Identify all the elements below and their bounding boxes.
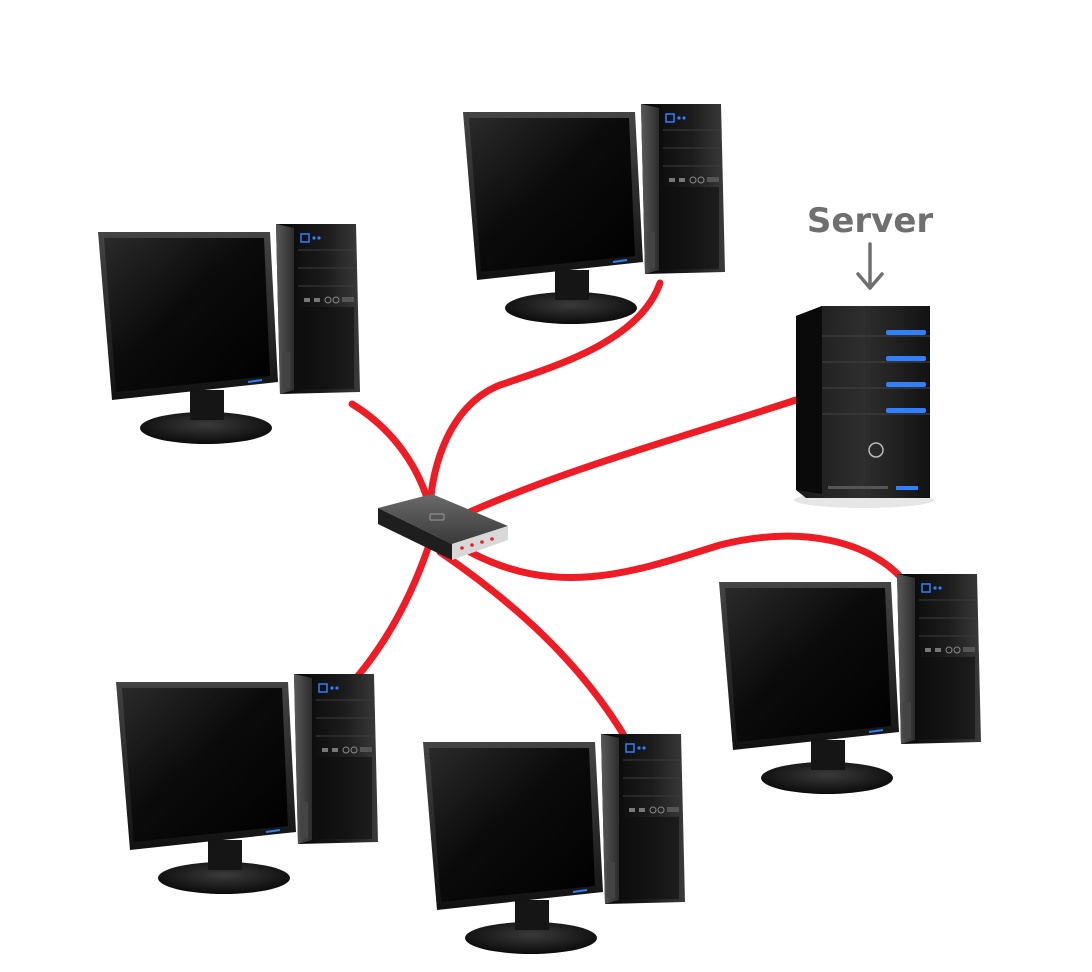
- workstation-pc-bottom-left: [115, 673, 379, 895]
- down-arrow-icon: [856, 242, 884, 290]
- network-switch-icon: [378, 494, 508, 560]
- server-label: Server: [807, 201, 934, 241]
- cable-pc-top-center: [426, 279, 664, 512]
- workstation-pc-top-center: [462, 103, 726, 325]
- cable-server: [448, 396, 800, 524]
- hp-server-icon: [794, 306, 934, 508]
- cable-pc-top-left: [348, 400, 434, 512]
- cable-pc-right: [466, 532, 909, 586]
- workstation-pc-bottom-center: [422, 733, 686, 955]
- network-cables: [348, 279, 909, 746]
- workstation-pc-top-left: [97, 223, 361, 445]
- cable-pc-bottom-left: [348, 544, 432, 687]
- cable-pc-bottom-center: [436, 548, 632, 746]
- hp-logo-icon: [868, 442, 884, 458]
- workstation-pc-right: [718, 573, 982, 795]
